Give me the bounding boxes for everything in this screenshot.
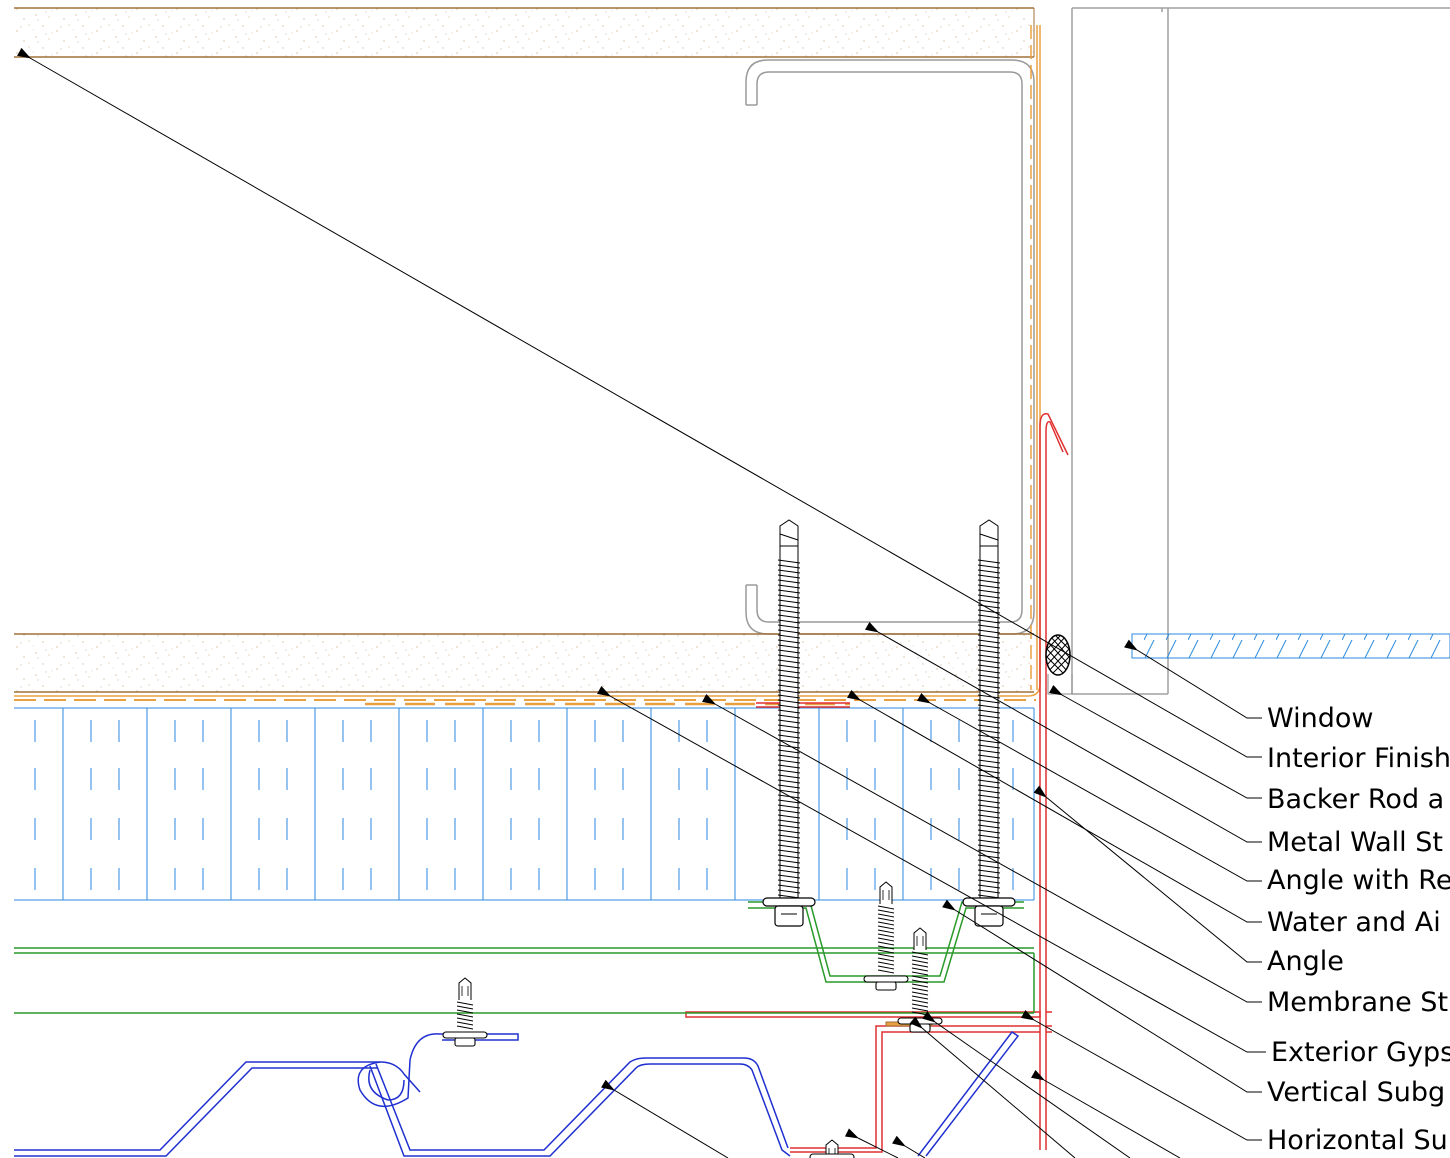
angle-with-reinforcement xyxy=(790,1021,1052,1153)
leader-sealant xyxy=(1031,1069,1181,1158)
label-metal-wall-stud: Metal Wall St xyxy=(1267,827,1443,858)
leader-angle-bottom xyxy=(892,1135,926,1158)
leader-lines xyxy=(17,47,1266,1158)
callout-labels: Window Interior Finish Backer Rod a Meta… xyxy=(1267,703,1450,1156)
water-air-barrier-membrane xyxy=(14,25,1041,706)
leader-interior-finish xyxy=(17,47,1262,758)
fasteners xyxy=(442,519,1016,1158)
interior-gypsum-board xyxy=(14,7,1035,58)
metal-wall-panel xyxy=(14,1030,1020,1157)
window-frame xyxy=(1071,7,1450,695)
label-vertical-subg: Vertical Subg xyxy=(1267,1077,1445,1108)
window-sill-shim xyxy=(1131,633,1450,659)
leader-backer-rod xyxy=(1048,685,1262,799)
insulation-layer xyxy=(14,707,1035,901)
label-window: Window xyxy=(1267,703,1373,734)
metal-wall-stud xyxy=(745,59,1035,635)
leader-metal-wall-stud xyxy=(865,621,1262,843)
leader-water-and-air xyxy=(847,689,1262,923)
label-interior-finish: Interior Finish xyxy=(1267,743,1450,774)
leader-flashing-lower xyxy=(922,1011,1131,1158)
label-exterior-gyps: Exterior Gyps xyxy=(1271,1037,1450,1068)
leader-angle-with-re xyxy=(917,693,1262,882)
panel-fastener-left xyxy=(442,977,488,1047)
long-fastener-left xyxy=(762,519,816,927)
leader-window xyxy=(1124,639,1262,719)
label-angle: Angle xyxy=(1267,946,1344,977)
leader-membrane-st xyxy=(702,694,1262,1003)
long-fastener-right xyxy=(962,519,1016,927)
leader-metal-panel xyxy=(601,1079,729,1158)
leader-panel-fastener xyxy=(909,1016,1076,1158)
leader-exterior-gyps xyxy=(597,686,1266,1053)
leader-horizontal-su xyxy=(1021,1010,1262,1141)
subgirt-fastener xyxy=(863,881,909,991)
sill-flashing xyxy=(685,413,1069,1150)
leader-membrane-bottom xyxy=(844,1128,899,1158)
label-angle-with-re: Angle with Re xyxy=(1267,865,1450,896)
panel-fastener-bottom xyxy=(809,1139,855,1158)
leader-vertical-subg xyxy=(942,899,1262,1093)
label-membrane-st: Membrane St xyxy=(1267,987,1448,1018)
leader-angle xyxy=(1033,785,1262,963)
label-horizontal-su: Horizontal Su xyxy=(1267,1125,1448,1156)
label-water-and-air: Water and Ai xyxy=(1267,907,1441,938)
label-backer-rod: Backer Rod a xyxy=(1267,784,1444,815)
horizontal-subgirt xyxy=(14,947,1035,1014)
exterior-gypsum-board xyxy=(14,633,1034,693)
